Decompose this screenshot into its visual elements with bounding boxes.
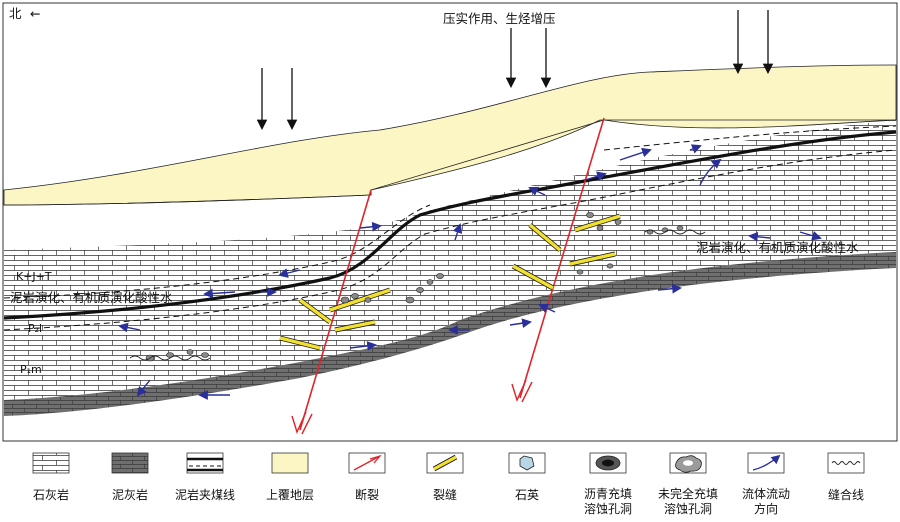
legend-label: 上覆地层 xyxy=(266,488,314,502)
legend-fracture: 裂缝 xyxy=(426,452,464,502)
legend-label: 缝合线 xyxy=(828,487,864,502)
stratum-p2l: P₂l xyxy=(28,322,42,335)
legend-label: 泥灰岩 xyxy=(112,487,148,502)
north-arrow-icon: ← xyxy=(30,6,40,21)
legend-open-pore: 未完全充填 溶蚀孔洞 xyxy=(658,452,718,516)
stylolite-right xyxy=(644,229,706,235)
legend-label-line2: 方向 xyxy=(754,501,778,516)
legend-limestone: 石灰岩 xyxy=(32,452,70,502)
right-water-label: 泥岩演化、有机质演化酸性水 xyxy=(696,240,859,255)
legend: 石灰岩 泥灰岩 泥岩夹煤线 上覆地层 断裂 裂缝 xyxy=(32,452,865,516)
pore-clusters xyxy=(145,212,684,362)
legend-label: 泥岩夹煤线 xyxy=(175,487,235,502)
legend-fault: 断裂 xyxy=(348,452,386,502)
legend-label: 沥青充填 xyxy=(584,486,632,501)
legend-label: 裂缝 xyxy=(433,487,457,502)
left-water-label: 泥岩演化、有机质演化酸性水 xyxy=(10,290,173,305)
legend-marl: 泥灰岩 xyxy=(111,452,149,502)
marl-icon xyxy=(111,452,149,474)
legend-quartz: 石英 xyxy=(508,452,546,502)
legend-label: 石英 xyxy=(515,488,539,502)
stylolite-icon xyxy=(827,452,865,474)
flow-arrows xyxy=(118,144,822,400)
legend-mudstone-coal: 泥岩夹煤线 xyxy=(175,452,235,502)
legend-label-line2: 溶蚀孔洞 xyxy=(584,501,632,516)
compaction-label: 压实作用、生烃增压 xyxy=(443,11,556,26)
legend-flow: 流体流动 方向 xyxy=(742,452,790,516)
north-label: 北 xyxy=(9,6,22,21)
stratum-p1m: P₁m xyxy=(20,363,42,376)
stylolite-left xyxy=(129,355,211,361)
legend-label: 流体流动 xyxy=(742,487,790,501)
compaction-arrows xyxy=(256,10,774,131)
limestone-icon xyxy=(32,452,70,474)
legend-label-line2: 溶蚀孔洞 xyxy=(664,501,712,516)
legend-stylolite: 缝合线 xyxy=(827,452,865,502)
coal-seam-line xyxy=(3,130,897,320)
stratum-kjt: K+J+T xyxy=(16,270,52,283)
legend-overburden: 上覆地层 xyxy=(266,452,314,502)
legend-label: 石灰岩 xyxy=(33,487,69,502)
overburden-icon xyxy=(271,452,309,474)
limestone-body xyxy=(4,120,896,400)
legend-label: 断裂 xyxy=(355,487,379,502)
legend-asphalt-pore: 沥青充填 溶蚀孔洞 xyxy=(584,452,632,516)
fault-right xyxy=(519,117,605,399)
legend-label: 未完全充填 xyxy=(658,486,718,501)
fracture-group xyxy=(279,213,621,351)
mudstone-line xyxy=(3,149,897,331)
